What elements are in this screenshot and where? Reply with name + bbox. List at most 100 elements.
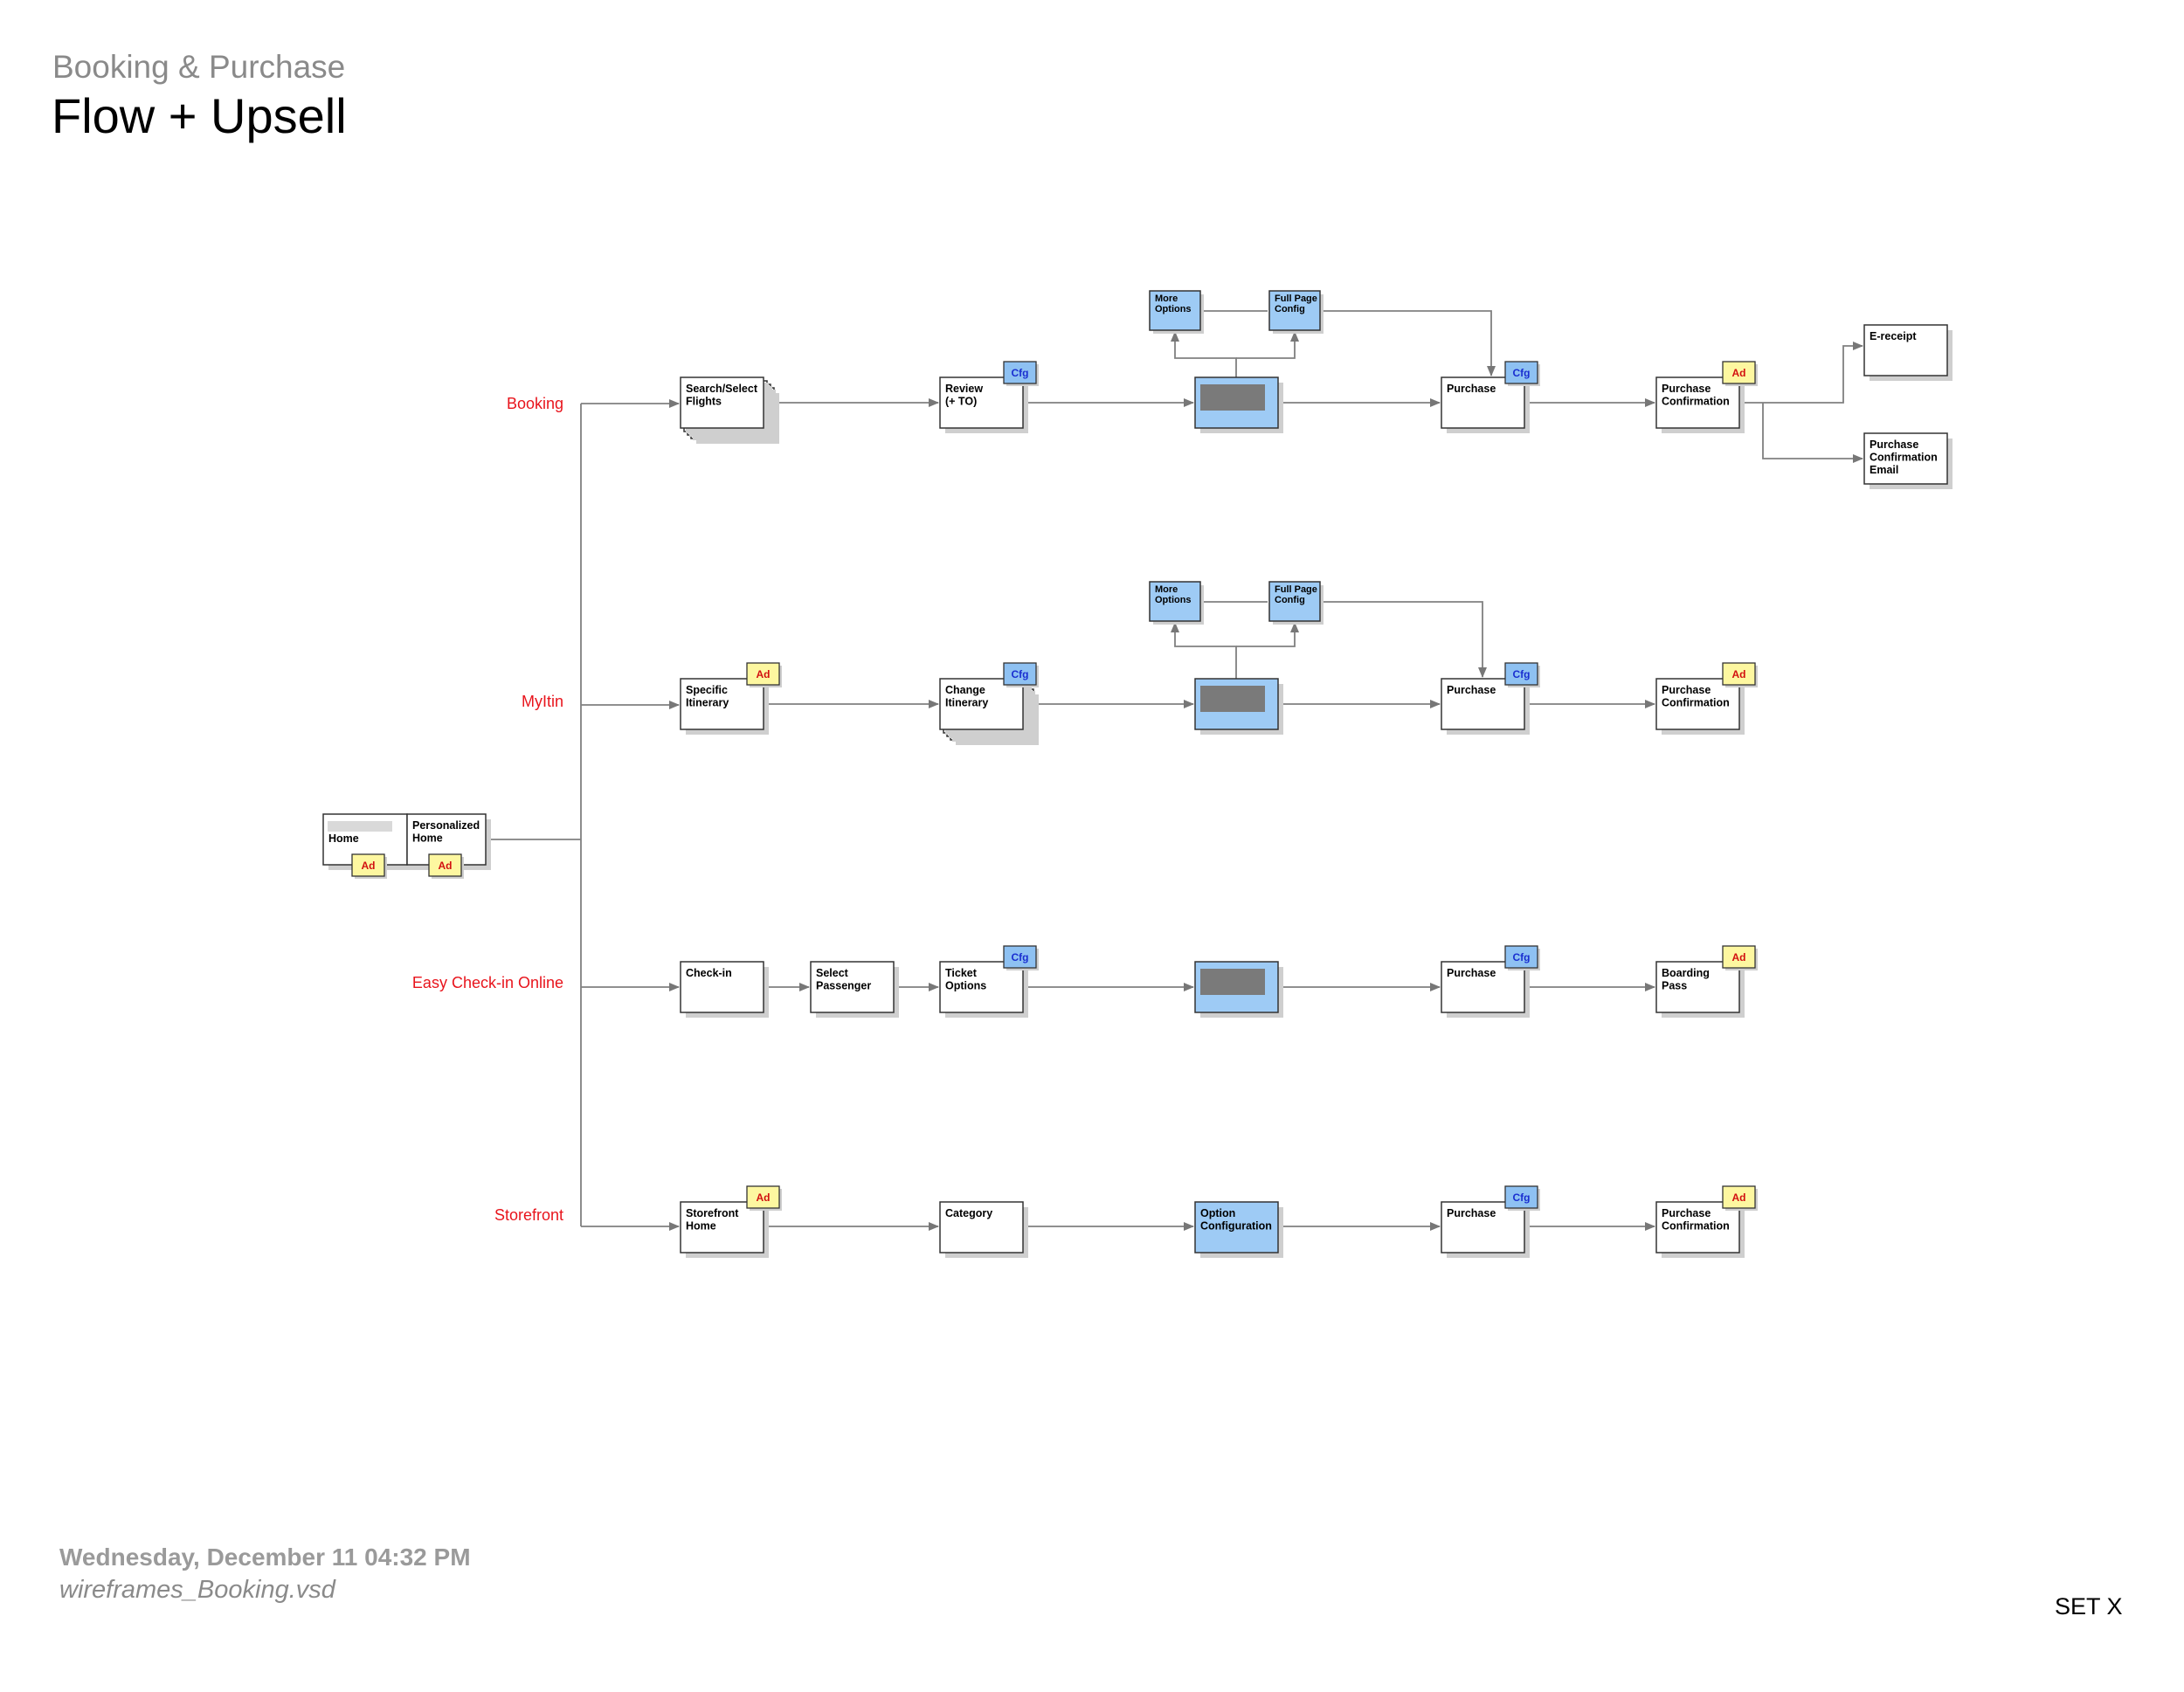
screen-placeholder	[1200, 384, 1265, 411]
svg-text:Cfg: Cfg	[1513, 951, 1531, 963]
svg-text:Home: Home	[328, 832, 359, 845]
connector-line	[1739, 342, 1863, 404]
svg-text:E-receipt: E-receipt	[1870, 330, 1917, 342]
cfg-badge: Cfg	[1003, 945, 1039, 970]
cfg-badge: Cfg	[1504, 945, 1540, 970]
svg-text:Email: Email	[1870, 464, 1898, 476]
cfg-badge: Cfg	[1003, 361, 1039, 386]
svg-text:Home: Home	[686, 1220, 716, 1233]
svg-text:Ad: Ad	[1732, 1191, 1746, 1204]
purchase-node: Purchase Cfg	[1441, 1185, 1540, 1258]
svg-text:Option: Option	[1200, 1207, 1235, 1219]
svg-text:Cfg: Cfg	[1012, 951, 1029, 963]
svg-text:Personalized: Personalized	[412, 819, 480, 832]
svg-text:Confirmation: Confirmation	[1662, 697, 1730, 709]
upsell-screen-node	[1194, 961, 1283, 1018]
svg-text:Itinerary: Itinerary	[686, 697, 729, 709]
ad-badge: Ad	[746, 662, 782, 687]
svg-text:Options: Options	[1155, 304, 1192, 314]
svg-text:Cfg: Cfg	[1513, 668, 1531, 680]
upsell-screen-node	[1194, 376, 1283, 433]
svg-text:Home: Home	[412, 832, 443, 845]
svg-text:Itinerary: Itinerary	[945, 697, 988, 709]
svg-text:(+ TO): (+ TO)	[945, 396, 977, 408]
svg-text:Passenger: Passenger	[816, 980, 871, 992]
svg-text:Ad: Ad	[1732, 951, 1746, 963]
cfg-badge: Cfg	[1504, 662, 1540, 687]
lane-label: MyItin	[522, 693, 563, 710]
svg-text:More: More	[1155, 584, 1178, 595]
svg-text:Ad: Ad	[757, 668, 771, 680]
connector-line	[1762, 403, 1863, 463]
svg-text:Storefront: Storefront	[686, 1207, 739, 1219]
lane-label: Storefront	[494, 1206, 563, 1224]
connector-line	[1236, 331, 1299, 359]
svg-text:Purchase: Purchase	[1662, 684, 1711, 696]
footer-filename: wireframes_Booking.vsd	[59, 1576, 335, 1604]
connector-line	[1320, 310, 1496, 376]
svg-text:Pass: Pass	[1662, 980, 1687, 992]
lane-label: Easy Check-in Online	[412, 974, 563, 991]
review-node: Review(+ TO)Cfg	[939, 361, 1039, 433]
svg-text:Full Page: Full Page	[1275, 294, 1317, 304]
connector-line	[1236, 622, 1299, 647]
svg-text:Purchase: Purchase	[1447, 383, 1496, 395]
svg-text:Select: Select	[816, 967, 849, 979]
svg-text:Options: Options	[945, 980, 986, 992]
footer-date: Wednesday, December 11 04:32 PM	[59, 1544, 471, 1571]
svg-text:Purchase: Purchase	[1662, 383, 1711, 395]
diagram-subtitle: Booking & Purchase	[52, 49, 346, 85]
cfg-badge: Cfg	[1504, 361, 1540, 386]
svg-text:Boarding: Boarding	[1662, 967, 1710, 979]
svg-text:Purchase: Purchase	[1870, 439, 1918, 451]
svg-text:Cfg: Cfg	[1513, 1191, 1531, 1204]
svg-text:Configuration: Configuration	[1200, 1220, 1272, 1233]
ad-badge: Ad	[1722, 945, 1758, 970]
svg-text:Confirmation: Confirmation	[1870, 452, 1938, 464]
upsell-screen-node	[1194, 678, 1283, 735]
screen-placeholder	[1200, 686, 1265, 712]
lane-label: Booking	[507, 395, 563, 412]
svg-text:Purchase: Purchase	[1447, 1207, 1496, 1219]
svg-text:Config: Config	[1275, 595, 1305, 605]
svg-text:Check-in: Check-in	[686, 967, 732, 979]
purchase-node: Purchase Cfg	[1441, 361, 1540, 433]
ad-badge: Ad	[1722, 361, 1758, 386]
check-in-node: Check-in	[680, 961, 769, 1018]
svg-text:Confirmation: Confirmation	[1662, 396, 1730, 408]
svg-text:Flights: Flights	[686, 396, 722, 408]
svg-text:Cfg: Cfg	[1012, 668, 1029, 680]
svg-text:Confirmation: Confirmation	[1662, 1220, 1730, 1233]
cfg-badge: Cfg	[1003, 662, 1039, 687]
ad-badge: Ad	[1722, 662, 1758, 687]
svg-text:Change: Change	[945, 684, 985, 696]
e-receipt-node: E-receipt	[1863, 324, 1952, 381]
svg-text:Ad: Ad	[1732, 668, 1746, 680]
ad-badge: Ad	[428, 853, 464, 879]
ad-badge: Ad	[746, 1185, 782, 1211]
svg-text:Full Page: Full Page	[1275, 584, 1317, 595]
svg-text:Purchase: Purchase	[1662, 1207, 1711, 1219]
footer-set-label: SET X	[2055, 1593, 2123, 1619]
ad-badge: Ad	[351, 853, 387, 879]
connector-line	[1320, 601, 1487, 678]
svg-text:Category: Category	[945, 1207, 992, 1219]
